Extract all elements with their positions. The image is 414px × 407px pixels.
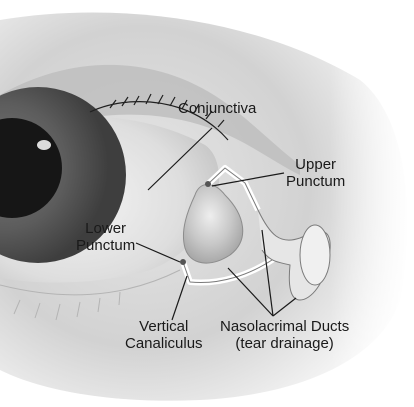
label-upper-punctum-line1: Upper (286, 156, 345, 173)
label-lower-punctum-line1: Lower (76, 220, 135, 237)
lower-punctum-dot (180, 259, 186, 265)
label-nasolacrimal-ducts: Nasolacrimal Ducts (tear drainage) (220, 318, 349, 352)
label-vertical-canaliculus-line2: Canaliculus (125, 335, 203, 352)
label-vertical-canaliculus: Vertical Canaliculus (125, 318, 203, 352)
label-upper-punctum-line2: Punctum (286, 173, 345, 190)
upper-punctum-dot (205, 181, 211, 187)
label-nasolacrimal-ducts-line1: Nasolacrimal Ducts (220, 318, 349, 335)
label-conjunctiva: Conjunctiva (178, 100, 256, 117)
duct-sac (300, 225, 330, 285)
label-lower-punctum-line2: Punctum (76, 237, 135, 254)
label-upper-punctum: Upper Punctum (286, 156, 345, 190)
label-lower-punctum: Lower Punctum (76, 220, 135, 254)
label-vertical-canaliculus-line1: Vertical (125, 318, 203, 335)
label-nasolacrimal-ducts-line2: (tear drainage) (220, 335, 349, 352)
label-conjunctiva-text: Conjunctiva (178, 100, 256, 117)
highlight (37, 140, 51, 150)
